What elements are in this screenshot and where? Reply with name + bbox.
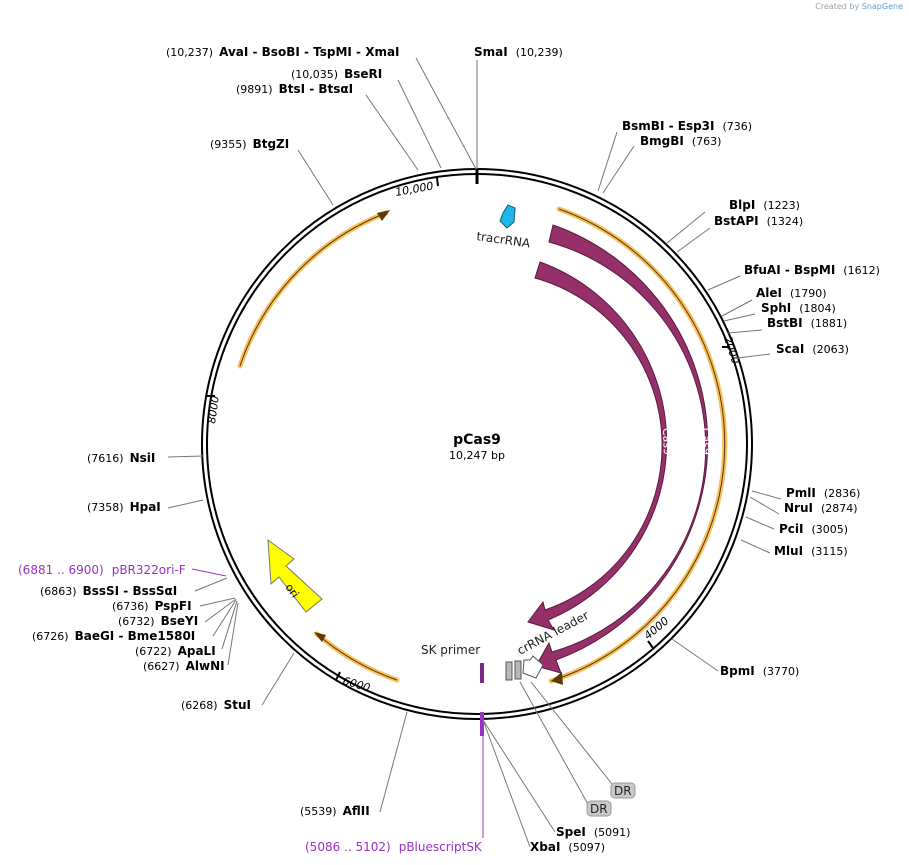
enzyme-nsii: (7616)NsiI (87, 451, 155, 465)
enzyme-bfuai: BfuAI - BspMI(1612) (744, 263, 880, 277)
crrna-leader-arrow (522, 655, 544, 679)
dr-label-2: DR (519, 681, 612, 817)
snapgene-credit: Created by SnapGene (815, 2, 903, 11)
enzyme-scai: ScaI(2063) (776, 342, 849, 356)
enzyme-bpmi: BpmI(3770) (720, 664, 799, 678)
enzyme-mlui: MluI(3115) (774, 544, 848, 558)
dr-label-1-text: DR (614, 784, 632, 798)
dr-box-1 (505, 661, 513, 681)
enzyme-alei: AleI(1790) (756, 286, 827, 300)
orf-arcs (237, 206, 728, 685)
pbluescript-primer-mark (480, 712, 484, 736)
cas9-inner-arrow (527, 261, 668, 631)
enzyme-aflii: (5539)AflII (300, 804, 370, 818)
enzyme-alwni: (6627)AlwNI (143, 659, 225, 673)
enzyme-stui: (6268)StuI (181, 698, 251, 712)
enzyme-bstapi: BstAPI(1324) (714, 214, 803, 228)
enzyme-pmli: PmlI(2836) (786, 486, 860, 500)
enzyme-leader-lines (167, 57, 782, 848)
tick-label-10000: 10,000 (394, 179, 434, 198)
enzyme-baegi: (6726)BaeGI - Bme1580I (32, 629, 195, 643)
cas9-inner-label: Cas9 (660, 428, 674, 456)
enzyme-bstbi: BstBI(1881) (767, 316, 847, 330)
sk-primer-label: SK primer (421, 643, 480, 657)
ori-arrow (267, 538, 323, 613)
enzyme-bseyi: (6732)BseYI (118, 614, 198, 628)
enzyme-btgzi: (9355)BtgZI (210, 137, 289, 151)
dr-label-1: DR (530, 681, 636, 799)
enzyme-blpi: BlpI(1223) (729, 198, 800, 212)
credit-brand: SnapGene (861, 2, 903, 11)
tick-marks (207, 177, 730, 681)
enzyme-bmgbi: BmgBI(763) (640, 134, 721, 148)
credit-prefix: Created by (815, 2, 860, 11)
enzyme-avai: (10,237)AvaI - BsoBI - TspMI - XmaI (166, 45, 400, 59)
enzyme-sphi: SphI(1804) (761, 301, 836, 315)
tracrrna-label: tracrRNA (476, 229, 532, 250)
cas9-outer-arrow (535, 224, 709, 674)
dr-label-2-text: DR (590, 802, 608, 816)
plasmid-length: 10,247 bp (449, 449, 505, 462)
enzyme-apali: (6722)ApaLI (135, 644, 216, 658)
enzyme-pcii: PciI(3005) (779, 522, 848, 536)
enzyme-xbai: XbaI(5097) (530, 840, 605, 854)
enzyme-pspfi: (6736)PspFI (112, 599, 192, 613)
sk-primer-mark (480, 663, 484, 683)
enzyme-bsssi: (6863)BssSI - BssSαI (40, 584, 177, 598)
primer-pbr322ori-f: (6881 .. 6900)pBR322ori-F (18, 563, 186, 577)
tracrrna-arrow (499, 204, 516, 229)
primer-pbluescriptsk: (5086 .. 5102)pBluescriptSK (305, 840, 483, 854)
dr-box-2 (514, 660, 522, 680)
enzyme-hpai: (7358)HpaI (87, 500, 161, 514)
cas9-outer-label: Cas9 (699, 428, 713, 456)
tick-label-8000: 8000 (205, 395, 222, 425)
tick-label-2000: 2000 (721, 335, 742, 366)
enzyme-nrui: NruI(2874) (784, 501, 858, 515)
enzyme-btsi: (9891)BtsI - BtsαI (236, 82, 353, 96)
enzyme-bsmbi: BsmBI - Esp3I(736) (622, 119, 752, 133)
enzyme-bseri: (10,035)BseRI (291, 67, 382, 81)
enzyme-smai: SmaI(10,239) (474, 45, 563, 59)
plasmid-name: pCas9 (453, 432, 501, 448)
enzyme-spei: SpeI(5091) (556, 825, 630, 839)
